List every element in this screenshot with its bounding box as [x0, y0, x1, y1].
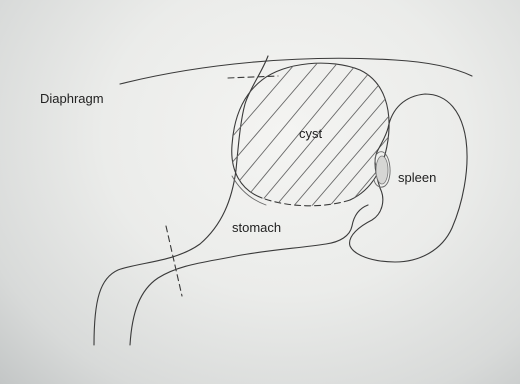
pylorus-dashed-line	[166, 226, 182, 296]
spleen-label: spleen	[398, 170, 436, 185]
cyst-hatching	[168, 55, 420, 215]
spleen-vessel-mark	[376, 156, 388, 184]
stomach-label: stomach	[232, 220, 281, 235]
cyst-label: cyst	[299, 126, 323, 141]
cyst-lower-dashed-edge	[262, 198, 350, 206]
stomach-outline-left	[94, 56, 268, 345]
diaphragm-label: Diaphragm	[40, 91, 104, 106]
diaphragm-line	[120, 58, 472, 84]
cardia-dashed-line	[228, 76, 278, 78]
